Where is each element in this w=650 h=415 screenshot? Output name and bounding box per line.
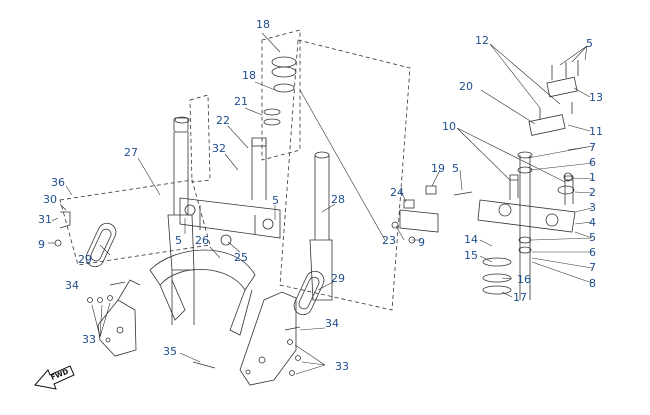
- part-label-36: 36: [51, 176, 65, 189]
- top-cover-stack: [251, 56, 297, 200]
- left-reflector: [85, 222, 117, 268]
- part-label-12: 12: [475, 34, 489, 47]
- part-label-34-right: 34: [325, 317, 339, 330]
- fender-stay: [159, 279, 253, 336]
- part-label-22: 22: [216, 114, 230, 127]
- part-label-4: 4: [589, 216, 596, 229]
- left-fork-lower: [97, 279, 141, 357]
- part-labels: 18 18 21 22 32 27 5 36 30 31 9 29 34 33 …: [38, 18, 603, 373]
- handlebar-clamp: [528, 60, 579, 136]
- bolt-head-33-f: [289, 370, 295, 376]
- part-label-33-left: 33: [82, 333, 96, 346]
- part-label-21: 21: [234, 95, 248, 108]
- part-label-5-mid: 5: [272, 194, 279, 207]
- bolt-head-33-c: [107, 295, 113, 301]
- part-label-23: 23: [382, 234, 396, 247]
- triple-clamp-dashed-frame: [279, 39, 411, 311]
- part-label-6-lower: 6: [589, 246, 596, 259]
- part-label-30: 30: [43, 193, 57, 206]
- part-label-34-left: 34: [65, 279, 79, 292]
- part-label-14: 14: [464, 233, 478, 246]
- bolt-head-33-e: [295, 355, 301, 361]
- part-label-9-left: 9: [38, 238, 45, 251]
- part-label-17: 17: [513, 291, 527, 304]
- part-label-7-upper: 7: [589, 141, 596, 154]
- part-label-9-right: 9: [418, 236, 425, 249]
- bolt-head-33-b: [97, 297, 103, 303]
- part-label-5-top-right: 5: [586, 37, 593, 50]
- bolt-head-33-a: [87, 297, 93, 303]
- part-label-25: 25: [234, 251, 248, 264]
- right-reflector: [293, 270, 325, 316]
- forward-arrow-icon: [34, 365, 75, 390]
- upper-triple-clamp: [477, 199, 576, 233]
- part-label-5-right: 5: [589, 231, 596, 244]
- bolt-5-center: [453, 191, 473, 196]
- part-label-24: 24: [390, 186, 404, 199]
- part-label-5-left: 5: [175, 234, 182, 247]
- part-label-35: 35: [163, 345, 177, 358]
- bolt-34-right: [284, 326, 301, 331]
- part-label-8: 8: [589, 277, 596, 290]
- part-label-3: 3: [589, 201, 596, 214]
- part-label-18-top: 18: [256, 18, 270, 31]
- leader-lines: [48, 32, 594, 375]
- part-label-33-right: 33: [335, 360, 349, 373]
- part-label-11: 11: [589, 125, 603, 138]
- part-label-19: 19: [431, 162, 445, 175]
- part-label-29-right: 29: [331, 272, 345, 285]
- part-label-1: 1: [589, 171, 596, 184]
- upper-dashed-frame: [189, 94, 211, 183]
- nut-9-left: [54, 239, 62, 247]
- part-label-6-upper: 6: [589, 156, 596, 169]
- part-label-20: 20: [459, 80, 473, 93]
- left-fork-leg: [167, 116, 195, 325]
- bolt-35: [192, 361, 216, 369]
- front-fender: [149, 249, 256, 291]
- top-cover-dashed-frame: [261, 29, 301, 161]
- washer-25: [220, 234, 232, 246]
- part-label-29-left: 29: [78, 253, 92, 266]
- right-fork-tube-pair: [509, 174, 574, 205]
- part-label-15: 15: [464, 249, 478, 262]
- lower-bracket: [179, 197, 281, 239]
- bolt-31: [59, 211, 71, 229]
- part-label-32: 32: [212, 142, 226, 155]
- part-label-16: 16: [517, 273, 531, 286]
- bolt-34-left: [109, 281, 126, 286]
- part-label-10: 10: [442, 120, 456, 133]
- part-label-27: 27: [124, 146, 138, 159]
- part-label-26: 26: [195, 234, 209, 247]
- washer-1: [563, 172, 573, 182]
- part-label-2: 2: [589, 186, 596, 199]
- part-label-5-center: 5: [452, 162, 459, 175]
- bolt-head-33-d: [287, 339, 293, 345]
- right-fork-leg: [239, 151, 333, 386]
- part-label-18: 18: [242, 69, 256, 82]
- nut-2: [557, 185, 575, 195]
- part-label-28: 28: [331, 193, 345, 206]
- part-label-7-lower: 7: [589, 261, 596, 274]
- part-label-13: 13: [589, 91, 603, 104]
- part-label-31: 31: [38, 213, 52, 226]
